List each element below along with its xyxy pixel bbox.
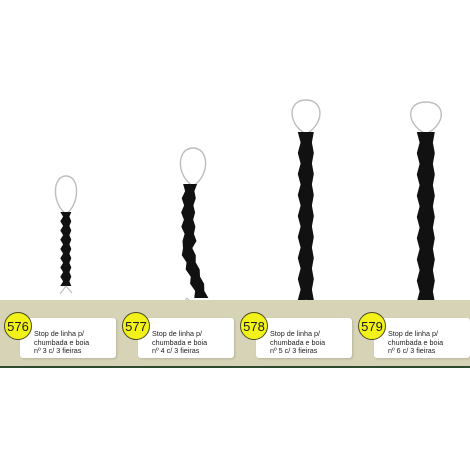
description-line: chumbada e boia xyxy=(388,337,444,347)
wire-loop-578 xyxy=(291,99,321,135)
product-description: Stop de linha p/ chumbada e boia nº 5 c/… xyxy=(270,329,356,356)
line-stopper-577 xyxy=(181,184,209,298)
description-line: nº 3 c/ 3 fieiras xyxy=(34,346,82,356)
line-stopper-576 xyxy=(60,212,72,286)
description-line: nº 4 c/ 3 fieiras xyxy=(152,346,200,356)
product-card-579 xyxy=(374,318,470,358)
product-card-576 xyxy=(20,318,116,358)
description-line: Stop de linha p/ xyxy=(34,329,84,338)
wire-loop-577 xyxy=(179,147,207,187)
product-card-577 xyxy=(138,318,234,358)
product-description: Stop de linha p/ chumbada e boia nº 6 c/… xyxy=(388,329,470,356)
line-stopper-579 xyxy=(416,132,435,302)
product-description: Stop de linha p/ chumbada e boia nº 3 c/… xyxy=(34,329,120,356)
description-line: Stop de linha p/ xyxy=(388,329,438,338)
description-line: nº 6 c/ 3 fieiras xyxy=(388,346,436,356)
wire-tail-576 xyxy=(59,285,73,295)
wire-loop-576 xyxy=(54,175,78,215)
product-code-badge: 576 xyxy=(4,312,32,340)
product-code-badge: 578 xyxy=(240,312,268,340)
description-line: chumbada e boia xyxy=(270,337,326,347)
description-line: nº 5 c/ 3 fieiras xyxy=(270,346,318,356)
bottom-divider xyxy=(0,366,470,368)
product-code-badge: 579 xyxy=(358,312,386,340)
product-description: Stop de linha p/ chumbada e boia nº 4 c/… xyxy=(152,329,238,356)
line-stopper-578 xyxy=(297,132,314,300)
product-card-578 xyxy=(256,318,352,358)
wire-loop-579 xyxy=(410,101,442,135)
product-code-badge: 577 xyxy=(122,312,150,340)
description-line: chumbada e boia xyxy=(152,337,208,347)
description-line: Stop de linha p/ xyxy=(152,329,202,338)
description-line: chumbada e boia xyxy=(34,337,90,347)
description-line: Stop de linha p/ xyxy=(270,329,320,338)
